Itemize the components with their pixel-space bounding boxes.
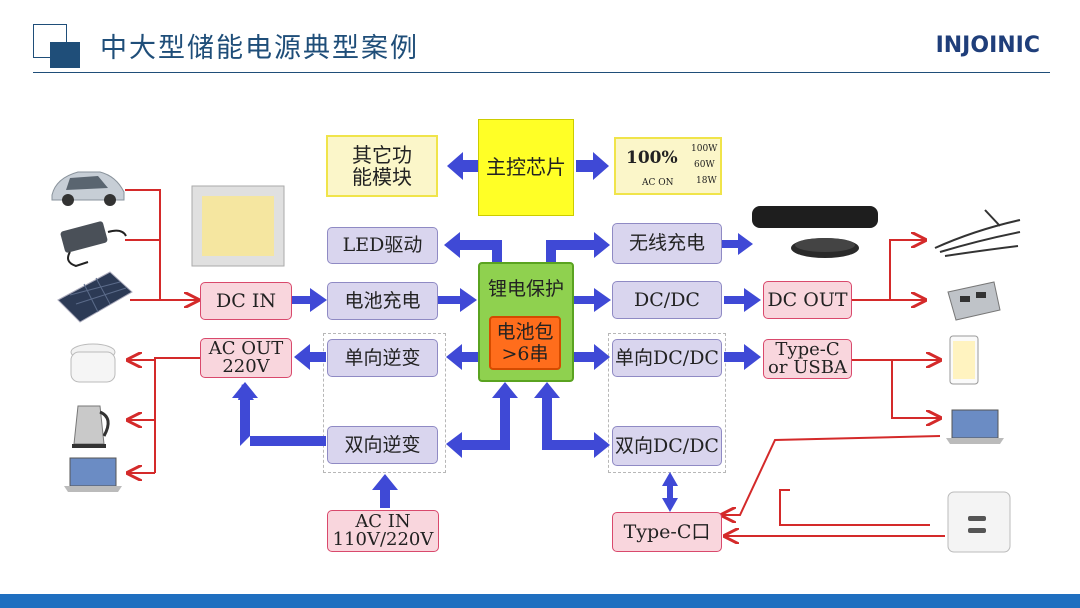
- bi-inverter-label: 双向逆变: [344, 433, 421, 456]
- display-ac-on: AC ON: [642, 178, 674, 188]
- uni-inverter-label: 单向逆变: [344, 346, 421, 369]
- dc-out-box: DC OUT: [763, 281, 852, 319]
- uni-dcdc-box: 单向DC/DC: [612, 339, 722, 377]
- cable-bundle-icon: [934, 209, 1021, 257]
- battery-charge-box: 电池充电: [327, 282, 438, 320]
- wall-charger-icon: [947, 491, 1011, 553]
- power-adapter-icon: [60, 221, 127, 268]
- kettle-icon: [72, 405, 110, 448]
- inverter-group-outline: [323, 333, 446, 473]
- logo-square-filled: [50, 42, 80, 68]
- display-watt-1: 100W: [691, 144, 718, 154]
- other-modules-label-1: 其它功: [352, 143, 412, 167]
- blue-arrows: [232, 152, 761, 512]
- ac-in-label-1: AC IN: [355, 511, 411, 532]
- ac-in-box: AC IN 110V/220V: [327, 510, 439, 552]
- dc-out-lines: [852, 240, 940, 418]
- uni-inverter-box: 单向逆变: [327, 339, 438, 377]
- main-chip-box: 主控芯片: [478, 119, 574, 216]
- wireless-pad-icon: [752, 206, 878, 258]
- typec-usba-box: Type-C or USBA: [763, 339, 852, 379]
- wireless-charge-label: 无线充电: [628, 232, 705, 254]
- input-lines: [125, 189, 198, 300]
- dc-in-label: DC IN: [216, 289, 276, 312]
- bi-dcdc-box: 双向DC/DC: [612, 426, 722, 466]
- led-driver-label: LED驱动: [342, 234, 423, 256]
- dc-dc-box: DC/DC: [612, 281, 722, 319]
- battery-pack-label-2: >6串: [501, 343, 549, 365]
- laptop-right-icon: [946, 409, 1004, 444]
- bi-inverter-box: 双向逆变: [327, 426, 438, 464]
- main-chip-label: 主控芯片: [486, 155, 566, 179]
- li-protect-label: 锂电保护: [487, 278, 564, 300]
- other-modules-label-2: 能模块: [352, 165, 412, 189]
- display-watt-2: 60W: [694, 160, 715, 170]
- typec-port-box: Type-C口: [612, 512, 722, 552]
- led-driver-box: LED驱动: [327, 227, 438, 264]
- brand-logo: INJOINIC: [935, 33, 1040, 58]
- car-icon: [51, 171, 125, 206]
- ac-out-label-2: 220V: [222, 356, 270, 377]
- typec-usba-label-2: or USBA: [768, 357, 847, 378]
- dc-in-box: DC IN: [200, 282, 292, 320]
- battery-pack-label-1: 电池包: [496, 321, 554, 343]
- bi-dcdc-label: 双向DC/DC: [615, 434, 719, 457]
- dc-out-label: DC OUT: [767, 288, 848, 311]
- phone-icon: [949, 335, 979, 385]
- uni-dcdc-label: 单向DC/DC: [615, 346, 719, 369]
- charger-lines: [722, 435, 945, 536]
- car-charger-icon: [947, 281, 1001, 321]
- laptop-icon: [64, 457, 122, 492]
- display-percent: 100%: [626, 148, 678, 168]
- led-panel-icon: [191, 185, 285, 267]
- ac-out-lines: [128, 358, 200, 473]
- footer-bar: [0, 594, 1080, 608]
- display-panel: 100% AC ON 100W 60W 18W: [614, 137, 722, 195]
- page-title: 中大型储能电源典型案例: [100, 33, 419, 64]
- dc-dc-label: DC/DC: [634, 288, 700, 311]
- solar-panel-icon: [57, 271, 133, 323]
- display-watt-3: 18W: [696, 176, 717, 186]
- rice-cooker-icon: [70, 343, 116, 383]
- typec-usba-label-1: Type-C: [775, 339, 840, 360]
- typec-port-label: Type-C口: [623, 520, 711, 543]
- ac-out-box: AC OUT 220V: [200, 338, 292, 378]
- ac-out-label-1: AC OUT: [208, 338, 284, 359]
- dcdc-group-outline: [608, 333, 726, 473]
- header-divider: [33, 72, 1050, 73]
- ac-in-label-2: 110V/220V: [332, 529, 434, 550]
- wireless-charge-box: 无线充电: [612, 223, 722, 264]
- battery-charge-label: 电池充电: [344, 289, 421, 312]
- other-modules-box: 其它功 能模块: [326, 135, 438, 197]
- battery-pack-box: 电池包 >6串: [489, 316, 561, 370]
